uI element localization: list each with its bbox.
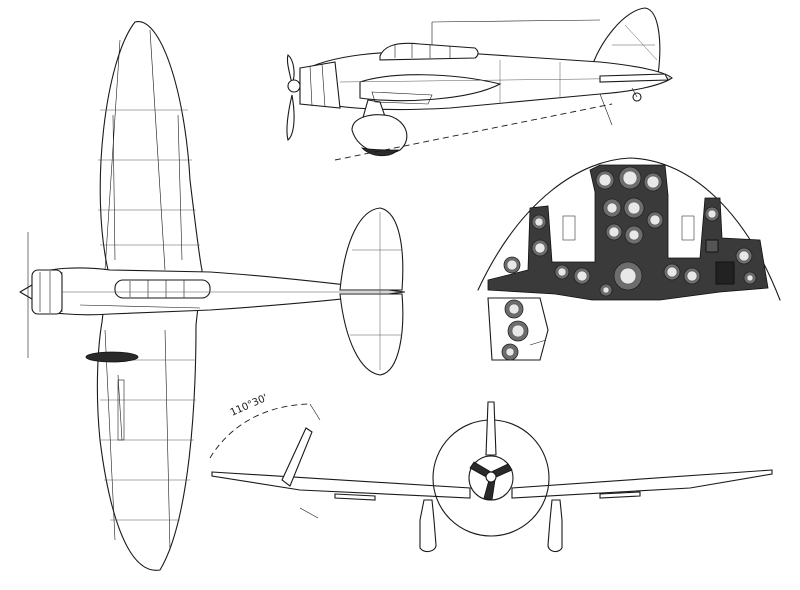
front-view-dive-brake bbox=[281, 427, 313, 487]
cockpit-instrument-panel bbox=[477, 157, 781, 361]
top-view-canopy bbox=[114, 279, 211, 299]
front-view-fin bbox=[485, 401, 497, 456]
top-view-bomb-rack bbox=[85, 351, 139, 363]
top-view-horizontal-tail-lower bbox=[339, 293, 404, 376]
side-view bbox=[286, 7, 673, 161]
front-view-gear-right bbox=[547, 499, 563, 553]
front-view: 110°30' bbox=[209, 393, 773, 553]
top-view-wing-panels bbox=[98, 29, 200, 551]
cockpit-switch-right bbox=[681, 215, 695, 241]
front-view-wing-right bbox=[511, 469, 773, 499]
top-view-spinner bbox=[19, 284, 33, 300]
front-view-wing-left bbox=[211, 471, 471, 499]
top-view-cowling bbox=[31, 269, 63, 315]
dive-angle-label: 110°30' bbox=[229, 393, 270, 419]
side-view-ground-line bbox=[334, 103, 613, 161]
front-view-gear-left bbox=[419, 499, 437, 553]
cockpit-arch bbox=[477, 157, 781, 301]
side-view-cowling bbox=[299, 61, 341, 109]
cockpit-gauges bbox=[503, 166, 757, 297]
top-view-horizontal-tail bbox=[339, 207, 404, 291]
front-view-dive-angle-arc bbox=[209, 403, 311, 459]
side-view-dive-brake bbox=[371, 91, 433, 105]
side-view-fin bbox=[589, 7, 661, 76]
cockpit-switch-left bbox=[562, 215, 576, 241]
top-view bbox=[19, 21, 406, 571]
side-view-canopy bbox=[379, 42, 479, 61]
